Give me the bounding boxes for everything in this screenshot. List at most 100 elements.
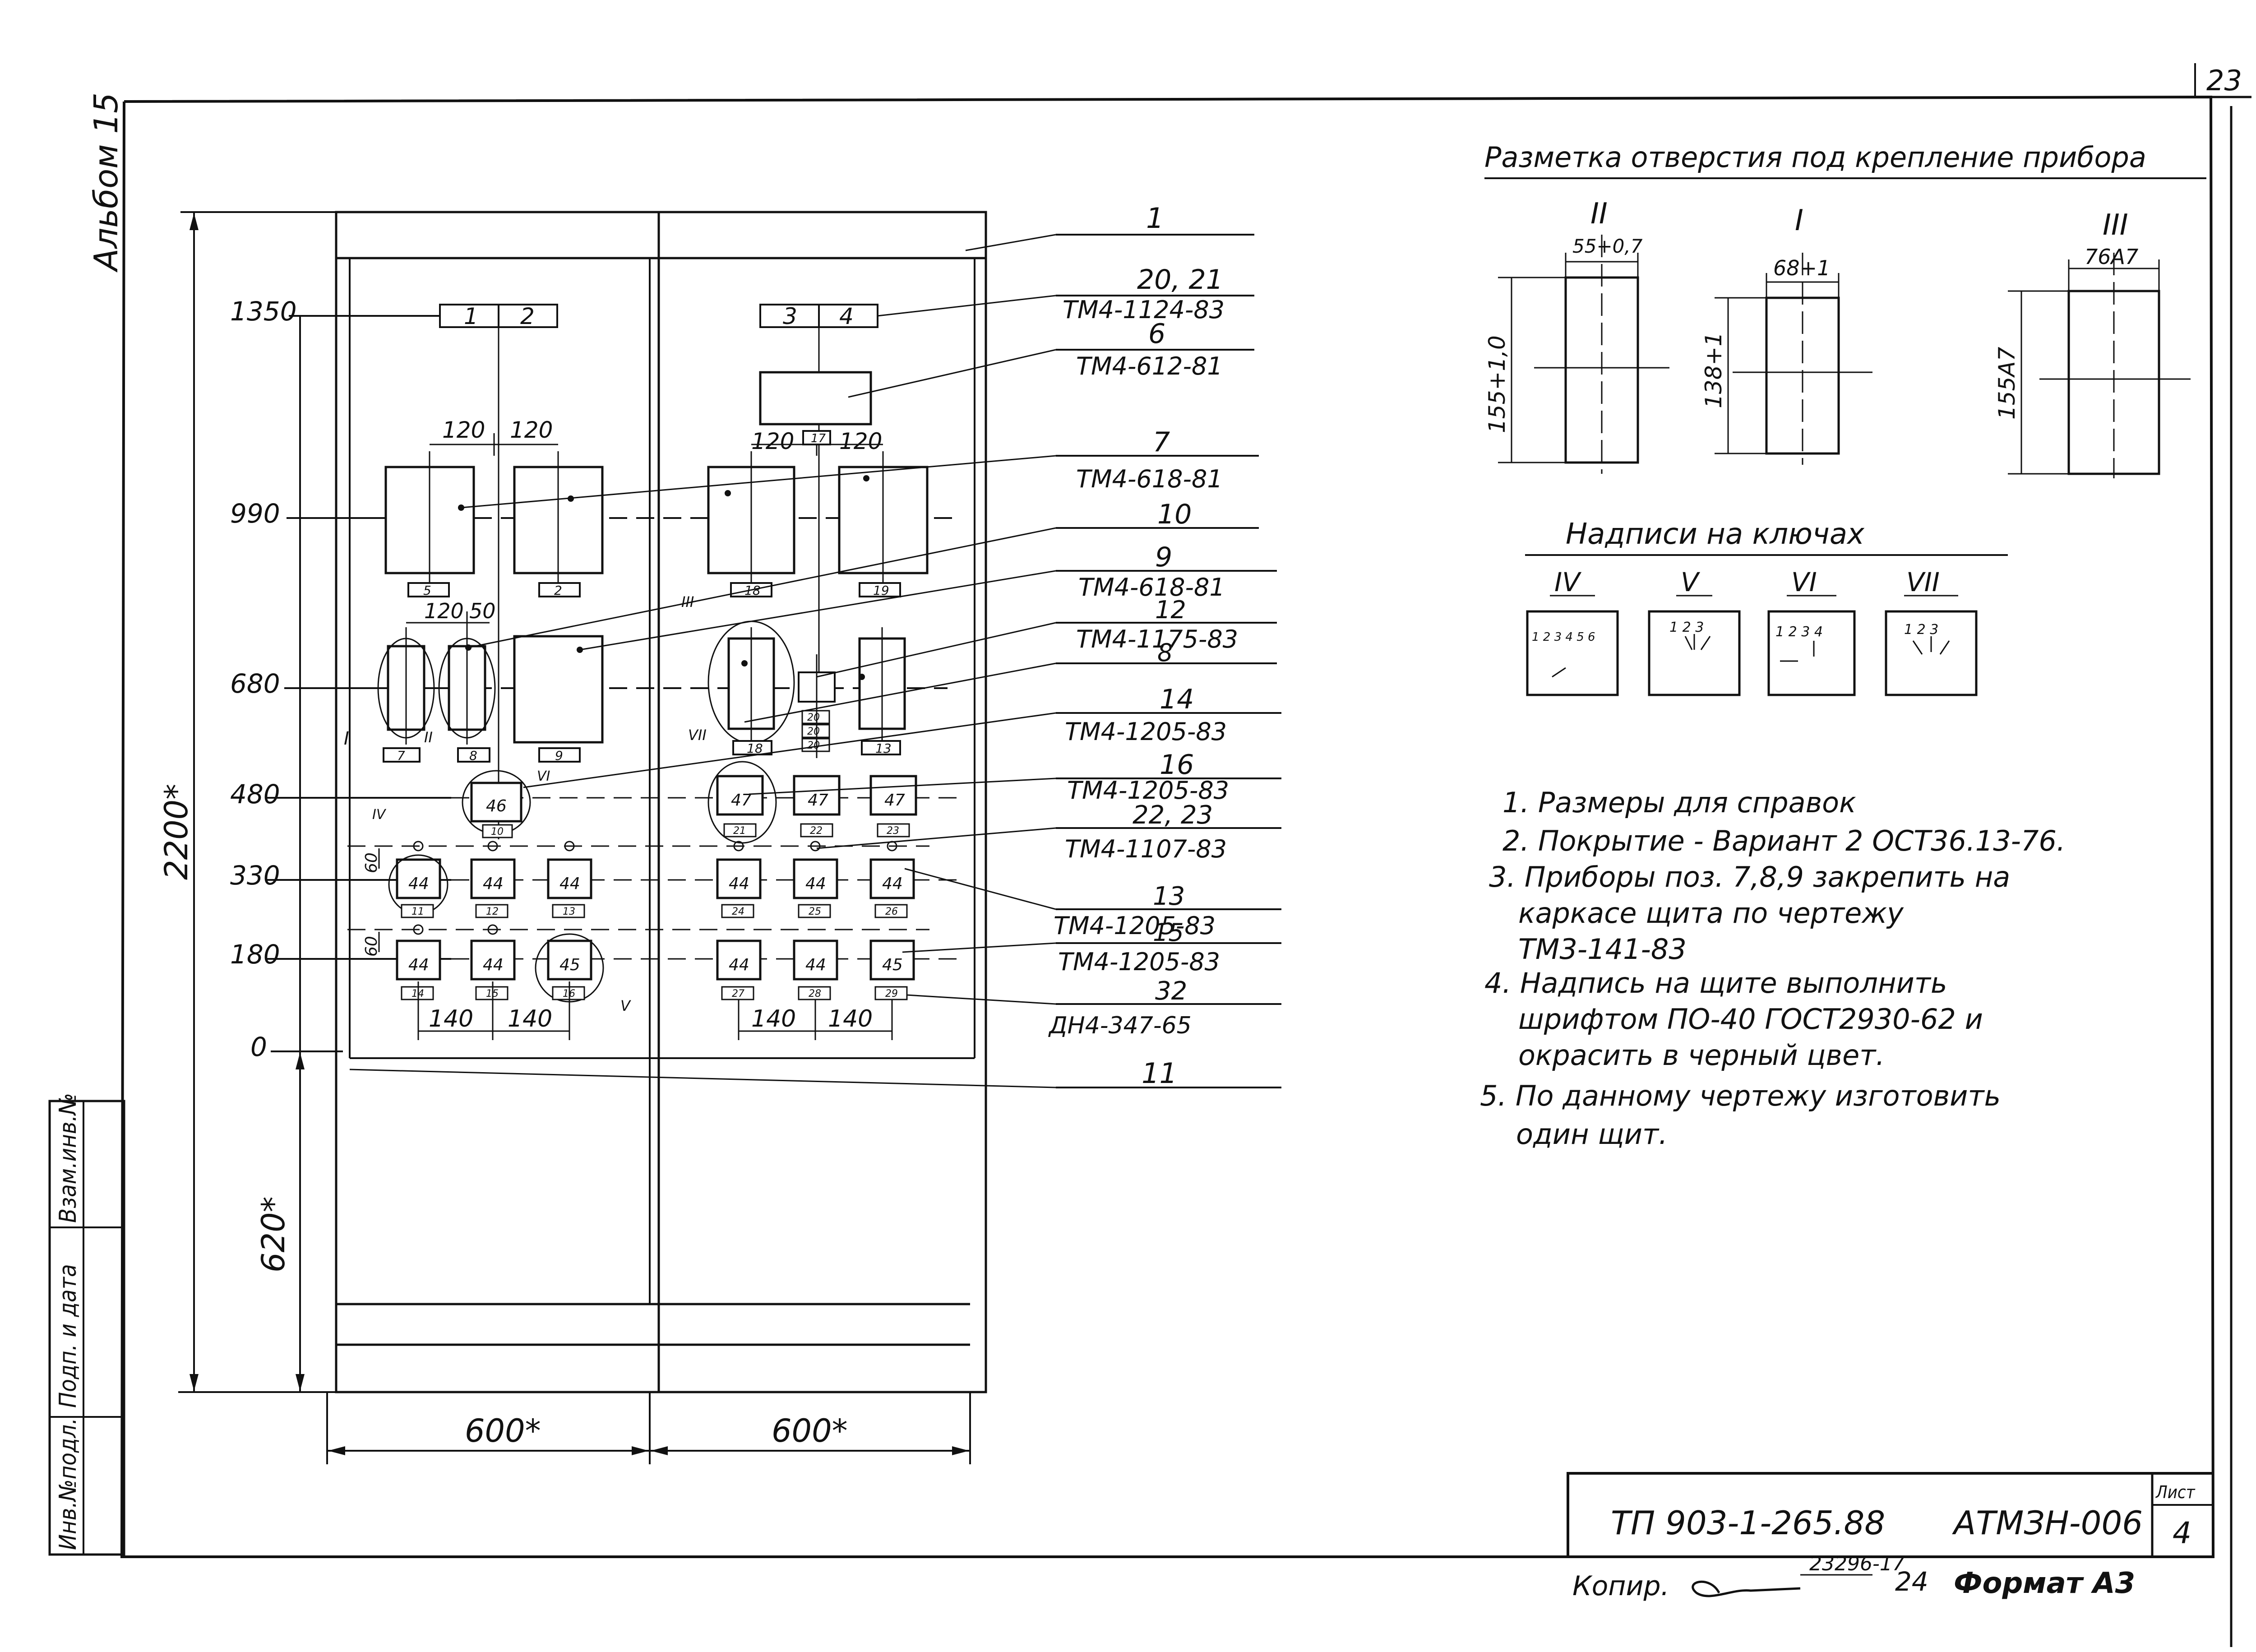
- callout-pos-10: 10: [1157, 499, 1192, 530]
- tags-680: [383, 740, 901, 763]
- callout-pos-1: 1: [1146, 202, 1164, 235]
- key-44-7: 44: [408, 956, 429, 974]
- hole-II-height: 155+1,0: [1484, 335, 1510, 433]
- dim-120-e: 120: [424, 599, 464, 623]
- note-3: 3. Приборы поз. 7,8,9 закрепить на: [1489, 861, 2010, 893]
- hole-III-label: III: [2103, 208, 2128, 242]
- vzam-inv-label: Взам.инв.№: [55, 1093, 82, 1223]
- note-4: 4. Надпись на щите выполнить: [1484, 967, 1947, 1000]
- mark-V: V: [620, 997, 631, 1014]
- tag-11: 11: [411, 906, 424, 917]
- callout-doc-16: ТМ4-1205-83: [1067, 776, 1229, 805]
- dim-60-b: 60: [362, 936, 381, 957]
- key-VI-text: 1 2 3 4: [1775, 624, 1823, 640]
- callout-pos-11: 11: [1142, 1057, 1177, 1090]
- copy-format: Формат А3: [1954, 1567, 2135, 1600]
- tag-13a: 13: [875, 741, 892, 756]
- dim-50: 50: [469, 599, 496, 623]
- hole-II-width: 55+0,7: [1572, 235, 1643, 257]
- key-V-label: V: [1681, 567, 1701, 597]
- callout-doc-6: ТМ4-612-81: [1076, 352, 1223, 380]
- hole-I-width: 68+1: [1773, 256, 1830, 280]
- signature-icon: [1692, 1580, 1801, 1597]
- row-680-devices: [377, 611, 906, 758]
- tag-14: 14: [411, 988, 424, 1000]
- note-5: 5. По данному чертежу изготовить: [1480, 1079, 2001, 1112]
- hole-I-label: I: [1795, 204, 1803, 237]
- strip-3: 3: [783, 303, 797, 329]
- callout-doc-12: ТМ4-1175-83: [1076, 625, 1238, 653]
- row-180-devices: [378, 924, 915, 1040]
- strip-2: 2: [520, 303, 535, 329]
- title-block: [1567, 1472, 2213, 1557]
- tag-28: 28: [809, 988, 821, 1000]
- callout-doc-32: ДН4-347-65: [1048, 1012, 1192, 1039]
- tag-23: 23: [887, 825, 899, 837]
- notes-block: 1. Размеры для справок 2. Покрытие - Вар…: [1480, 786, 2066, 1151]
- tag-13b: 13: [563, 906, 575, 917]
- note-1: 1. Размеры для справок: [1502, 786, 1856, 819]
- callout-doc-15: ТМ4-1205-83: [1058, 948, 1220, 976]
- tag-26: 26: [885, 906, 898, 917]
- key-faces: [1526, 595, 1978, 696]
- tag-21: 21: [733, 825, 746, 837]
- callout-pos-13: 13: [1153, 882, 1185, 911]
- callout-pos-12: 12: [1155, 596, 1186, 624]
- key-44-1: 44: [408, 875, 429, 893]
- tag-25: 25: [809, 906, 821, 917]
- callout-doc-13: ТМ4-1205-83: [1054, 912, 1216, 940]
- tag-5: 5: [423, 583, 431, 598]
- callout-doc-22-23: ТМ4-1107-83: [1065, 835, 1227, 863]
- key-44-9: 44: [729, 956, 749, 974]
- level-1350: 1350: [230, 296, 297, 327]
- key-44-10: 44: [805, 956, 826, 974]
- strip-1: 1: [464, 303, 478, 329]
- strip-4: 4: [839, 303, 854, 329]
- tag-8: 8: [469, 748, 477, 763]
- tag-22: 22: [810, 825, 823, 837]
- callout-doc-20-21: ТМ4-1124-83: [1063, 296, 1225, 324]
- callout-doc-9: ТМ4-618-81: [1078, 573, 1225, 602]
- key-44-2: 44: [483, 875, 504, 893]
- hole-III: [2008, 253, 2191, 478]
- dim-width-left: 600*: [465, 1412, 541, 1449]
- callout-pos-15: 15: [1153, 918, 1184, 947]
- mark-I: I: [344, 728, 349, 749]
- tag-18b: 18: [747, 741, 763, 756]
- callout-pos-32: 32: [1155, 976, 1187, 1006]
- level-990: 990: [230, 498, 280, 529]
- callout-doc-14: ТМ4-1205-83: [1065, 717, 1227, 746]
- sheet-label: Лист: [2155, 1482, 2196, 1502]
- key-45-2: 45: [882, 956, 903, 974]
- note-5b: один щит.: [1516, 1118, 1668, 1151]
- key-44-6: 44: [882, 875, 903, 893]
- dim-plinth: 620*: [255, 1196, 292, 1273]
- vertical-dimensions: [178, 211, 336, 1393]
- callout-pos-20-21: 20, 21: [1137, 264, 1223, 296]
- podp-data-label: Подп. и дата: [55, 1264, 82, 1408]
- callout-pos-9: 9: [1155, 541, 1172, 573]
- level-330: 330: [230, 860, 280, 891]
- hole-I-height: 138+1: [1701, 332, 1727, 408]
- hole-II: [1498, 235, 1669, 474]
- note-3c: ТМ3-141-83: [1518, 933, 1687, 966]
- hole-III-width: 76А7: [2085, 245, 2138, 269]
- leader-lines: [349, 234, 1281, 1088]
- key-VII-text: 1 2 3: [1904, 622, 1938, 638]
- key-44-4: 44: [729, 875, 749, 893]
- key-47c: 47: [884, 791, 905, 810]
- tag-27: 27: [732, 988, 744, 1000]
- key-47b: 47: [808, 791, 828, 810]
- callout-doc-7: ТМ4-618-81: [1076, 465, 1223, 493]
- dim-120-d: 120: [839, 428, 882, 454]
- dim-120-c: 120: [751, 428, 794, 454]
- copy-num: 24: [1895, 1566, 1928, 1597]
- key-44-3: 44: [559, 875, 580, 893]
- panel-front-view: [335, 211, 987, 1393]
- callout-pos-22-23: 22, 23: [1133, 801, 1213, 830]
- dim-width-right: 600*: [772, 1412, 848, 1449]
- mark-II: II: [424, 729, 433, 746]
- callout-pos-16: 16: [1160, 749, 1194, 781]
- sheet-number: 4: [2173, 1516, 2191, 1550]
- dim-120-b: 120: [510, 417, 553, 443]
